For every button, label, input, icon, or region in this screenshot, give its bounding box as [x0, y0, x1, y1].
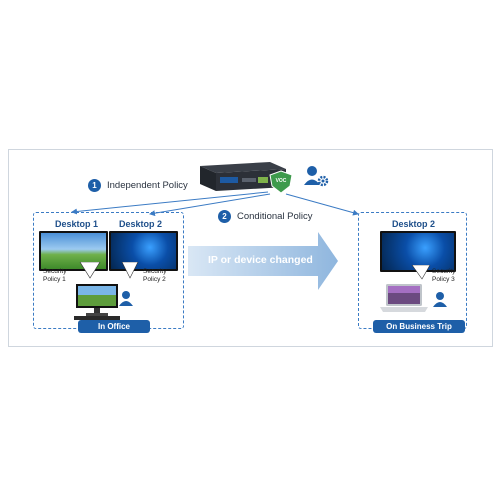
conditional-policy-text: Conditional Policy: [237, 211, 313, 222]
line-to-trip-desktop: [285, 193, 359, 216]
office-callout-lines: [70, 261, 150, 282]
voc-badge-text: VOC: [275, 178, 287, 184]
policy3-line1: Security: [432, 268, 456, 275]
laptop-icon: [380, 283, 428, 313]
trip-callout-line: [408, 264, 438, 283]
office-desktop1-title: Desktop 1: [55, 219, 99, 229]
line-to-desktop1: [71, 191, 269, 215]
server-appliance: [196, 160, 288, 194]
policy1-line1: Security: [43, 268, 67, 275]
trip-desktop2-title: Desktop 2: [392, 219, 436, 229]
line-to-desktop2: [149, 193, 271, 217]
office-policy1-label: Security Policy 1: [43, 268, 66, 284]
trip-user-icon: [432, 291, 448, 307]
on-business-trip-badge: On Business Trip: [373, 320, 465, 333]
step-1-badge: 1: [88, 179, 101, 192]
office-pc-icon: [74, 282, 120, 320]
office-policy2-label: Security Policy 2: [143, 268, 166, 284]
office-desktop2-title: Desktop 2: [119, 219, 163, 229]
transition-label: IP or device changed: [208, 254, 313, 266]
trip-policy3-label: Security Policy 3: [432, 268, 455, 284]
policy1-line2: Policy 1: [43, 276, 66, 283]
voc-shield-icon: VOC: [268, 170, 294, 194]
in-office-badge: In Office: [78, 320, 150, 333]
office-user-icon: [118, 290, 134, 306]
conditional-policy-label: 2 Conditional Policy: [218, 210, 313, 223]
policy3-line2: Policy 3: [432, 276, 455, 283]
step-2-badge: 2: [218, 210, 231, 223]
policy2-line2: Policy 2: [143, 276, 166, 283]
admin-settings-icon: [303, 165, 329, 189]
independent-policy-text: Independent Policy: [107, 180, 188, 191]
desktop2-screen: [109, 231, 178, 271]
big-transition-arrow: [188, 232, 338, 290]
policy2-line1: Security: [143, 268, 167, 275]
independent-policy-label: 1 Independent Policy: [88, 179, 188, 192]
